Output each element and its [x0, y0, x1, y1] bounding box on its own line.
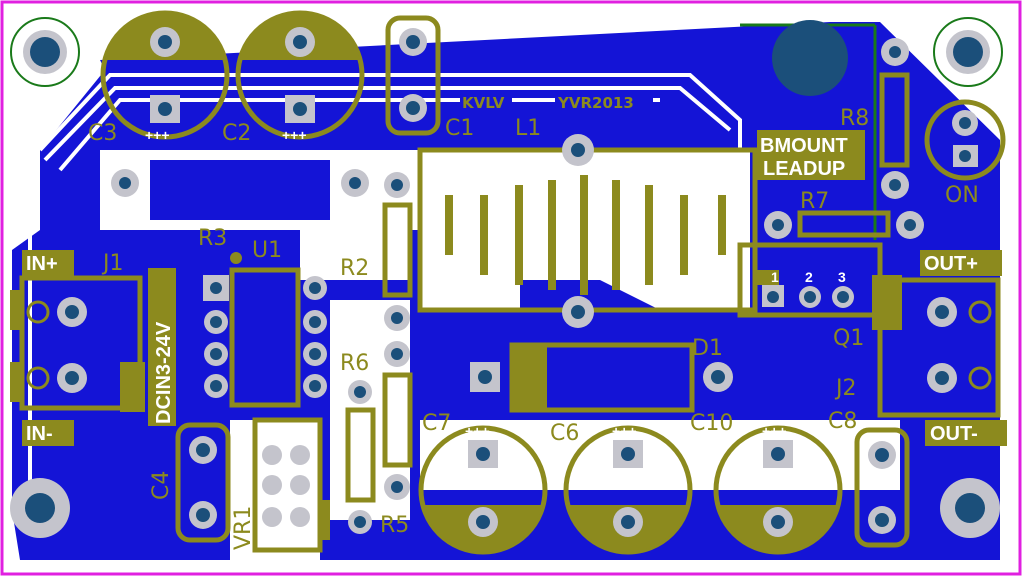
label-d1: D1 — [692, 336, 723, 361]
label-r6: R6 — [340, 351, 369, 376]
capacitor-c6[interactable]: +++ C6 — [550, 421, 693, 555]
q1-pin-2-label: 2 — [805, 269, 813, 285]
ic-u1[interactable]: R3 U1 — [198, 226, 327, 408]
label-out-plus: OUT+ — [924, 253, 978, 275]
label-j2: J2 — [834, 376, 857, 401]
label-c4: C4 — [149, 471, 174, 500]
label-j1: J1 — [101, 251, 124, 276]
resistor-r6[interactable]: R6 — [340, 341, 413, 500]
label-in-minus: IN- — [26, 423, 53, 445]
label-c1: C1 — [445, 116, 474, 141]
label-r8: R8 — [840, 106, 869, 131]
capacitor-c3[interactable]: +++ C3 — [88, 10, 230, 146]
q1-pin-3-label: 3 — [838, 269, 846, 285]
label-r3: R3 — [198, 226, 227, 251]
inductor-l1[interactable]: L1 — [417, 116, 758, 328]
label-r5: R5 — [380, 513, 409, 538]
label-q1: Q1 — [833, 326, 864, 351]
polarity-mark: +++ — [762, 423, 787, 439]
label-bmount: BMOUNT — [760, 135, 848, 157]
resistor-r2[interactable]: R2 — [340, 172, 413, 331]
polarity-mark: +++ — [282, 127, 307, 143]
label-in-plus: IN+ — [26, 253, 58, 275]
polarity-mark: +++ — [612, 423, 637, 439]
resistor-r8[interactable]: R8 — [840, 38, 910, 199]
label-c7: C7 — [422, 411, 451, 436]
polarity-mark: +++ — [145, 127, 170, 143]
capacitor-c4[interactable]: C4 — [149, 422, 231, 543]
label-leadup: LEADUP — [763, 158, 845, 180]
resistor-r5[interactable]: R5 — [345, 380, 409, 538]
led-on[interactable]: ON — [924, 99, 1006, 208]
label-c10: C10 — [690, 411, 733, 436]
q1-pin-1-label: 1 — [771, 269, 779, 285]
mounting-holes — [10, 17, 1003, 538]
label-yvr2013: YVR2013 — [557, 94, 634, 112]
capacitor-c8[interactable]: C8 — [828, 409, 910, 548]
board-outline — [0, 0, 1022, 576]
polarity-mark: +++ — [465, 423, 490, 439]
label-on: ON — [945, 183, 979, 208]
resistor-r7[interactable]: R7 — [764, 189, 924, 239]
label-r2: R2 — [340, 256, 369, 281]
trimmer-vr1[interactable]: VR1 — [231, 417, 330, 553]
capacitor-c10[interactable]: +++ C10 — [690, 411, 843, 555]
label-r7: R7 — [800, 189, 829, 214]
label-out-minus: OUT- — [930, 423, 978, 445]
label-vr1: VR1 — [231, 506, 256, 550]
capacitor-c1[interactable]: C1 — [385, 15, 474, 141]
connector-j2[interactable]: J2 — [834, 277, 1001, 418]
label-c8: C8 — [828, 409, 857, 434]
diode-d1[interactable]: D1 — [470, 336, 733, 413]
label-c2: C2 — [222, 121, 251, 146]
label-dcin-3-24v: DCIN3-24V — [153, 321, 175, 424]
label-l1: L1 — [515, 116, 541, 141]
label-c6: C6 — [550, 421, 579, 446]
label-u1: U1 — [252, 238, 282, 263]
capacitor-c7[interactable]: +++ C7 — [418, 411, 548, 555]
connector-j1[interactable]: J1 — [10, 251, 145, 412]
capacitor-c2[interactable]: +++ C2 — [222, 10, 365, 146]
label-c3: C3 — [88, 121, 117, 146]
label-kvlv: KVLV — [462, 94, 505, 112]
